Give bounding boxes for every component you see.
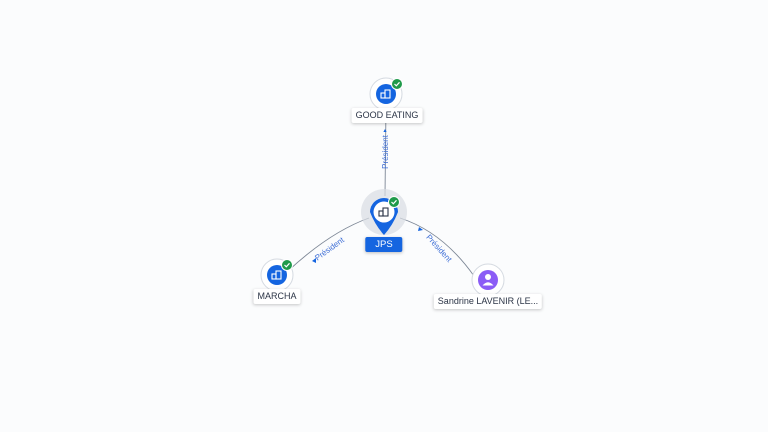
node-marcha[interactable] <box>260 258 294 292</box>
building-icon <box>378 207 389 217</box>
node-label-marcha[interactable]: MARCHA <box>253 289 301 304</box>
edge-jps-marcha[interactable]: Président <box>287 217 370 272</box>
edge-label: Président <box>381 134 390 169</box>
edge-arrow-icon <box>312 258 316 263</box>
node-label-good-eating[interactable]: GOOD EATING <box>351 108 423 123</box>
verified-check-icon <box>391 78 403 90</box>
edge-arrow-icon <box>383 129 387 132</box>
building-icon <box>271 270 282 280</box>
node-jps[interactable] <box>361 189 407 235</box>
building-icon <box>380 89 391 99</box>
person-icon <box>482 274 494 286</box>
node-sandrine[interactable] <box>471 263 505 297</box>
edge-label: Président <box>424 233 454 265</box>
node-label-sandrine[interactable]: Sandrine LAVENIR (LE... <box>433 294 543 309</box>
node-label-jps[interactable]: JPS <box>365 237 403 252</box>
node-good-eating[interactable] <box>369 77 403 111</box>
edge-sandrine-jps[interactable]: Président <box>399 217 475 277</box>
verified-check-icon <box>388 196 400 208</box>
edge-label: Président <box>313 235 346 263</box>
edge-arrow-icon <box>418 227 423 231</box>
verified-check-icon <box>281 259 293 271</box>
